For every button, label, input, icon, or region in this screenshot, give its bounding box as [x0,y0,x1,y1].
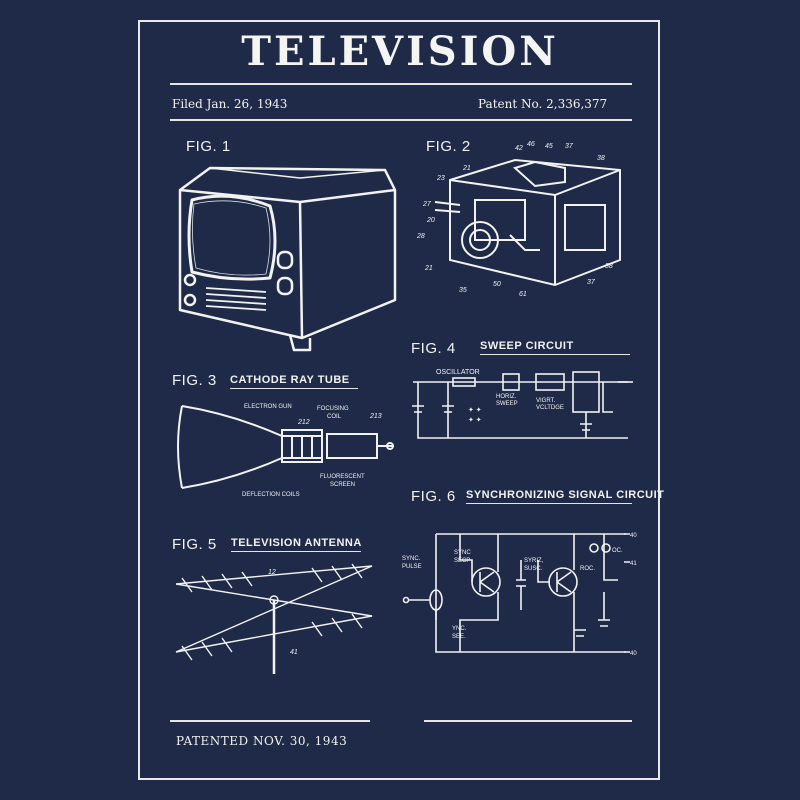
fig4-label: FIG. 4 [411,340,456,357]
terminal-40a: 40 [630,533,637,539]
part-27: 27 [422,201,432,208]
patent-number: Patent No. 2,336,377 [478,97,608,111]
part-37b: 37 [587,279,596,286]
sweep-circuit-diagram: OSCILLATOR HORIZ. SWEEP VIGRT. VCLTDGE ✦… [412,369,633,439]
part-23: 23 [436,175,445,182]
terminal-40b: 40 [630,651,637,657]
synchronizing-circuit-diagram: SYNC. PULSE SYNC SECP SYRIZ, SUSC. OC. R… [402,533,637,657]
part-46: 46 [527,141,535,148]
title-rule-bottom [170,119,632,121]
television-antenna-drawing: 12 41 [175,563,373,674]
part-213: 213 [369,413,382,420]
part-38b: 38 [605,263,613,270]
sync-pulse-label-2: PULSE [402,564,422,570]
vync-label-2: SEE. [452,634,466,640]
footer-rule-right [424,720,632,722]
page-title: TELEVISION [241,28,559,75]
part-20: 20 [426,217,435,224]
part-21b: 21 [424,265,433,272]
focusing-coil-label-2: COIL [327,414,342,420]
oc-label: OC. [612,548,623,554]
part-37: 37 [565,143,574,150]
terminal-41: 41 [630,561,637,567]
syriz-label-2: SUSC. [524,566,543,572]
cathode-ray-tube-drawing: ELECTRON GUN FOCUSING COIL 212 213 FLUOR… [177,404,394,498]
fig5-caption: TELEVISION ANTENNA [231,537,361,552]
title-rule-top [170,83,632,85]
svg-text:✦ ✦: ✦ ✦ [468,416,482,424]
part-212: 212 [297,419,310,426]
part-50: 50 [493,281,501,288]
sync-secp-label-1: SYNC [454,550,471,556]
horiz-sweep-label-1: HORIZ. [496,394,517,400]
vert-voltage-label-1: VIGRT. [536,398,556,404]
poster-frame [138,20,660,780]
part-61: 61 [519,291,527,298]
fluorescent-screen-label-2: SCREEN [330,482,355,488]
sync-secp-label-2: SECP [454,558,470,564]
filed-date: Filed Jan. 26, 1943 [172,97,288,111]
fig3-caption: CATHODE RAY TUBE [230,374,358,389]
patented-date: PATENTED NOV. 30, 1943 [176,734,348,748]
tuner-assembly-drawing: 42 46 45 37 38 21 23 27 20 28 21 35 50 6… [416,141,621,298]
television-set-drawing [178,166,397,352]
footer-rule-left [170,720,370,722]
focusing-coil-label-1: FOCUSING [317,406,349,412]
syriz-label-1: SYRIZ, [524,558,544,564]
part-12: 12 [268,569,276,576]
part-42: 42 [515,145,523,152]
roc-label: ROC. [580,566,595,572]
part-28: 28 [416,233,425,240]
fig2-label: FIG. 2 [426,138,471,155]
oscillator-label: OSCILLATOR [436,369,480,376]
electron-gun-label: ELECTRON GUN [244,404,292,410]
crystal-marks: ✦ ✦ [468,406,482,414]
vert-voltage-label-2: VCLTDGE [536,405,564,411]
part-35: 35 [459,287,467,294]
vync-label-1: YNC. [452,626,467,632]
fluorescent-screen-label-1: FLUORESCENT [320,474,365,480]
fig6-caption: SYNCHRONIZING SIGNAL CIRCUIT [466,489,664,504]
deflection-coils-label: DEFLECTION COILS [242,492,300,498]
fig4-caption: SWEEP CIRCUIT [480,340,630,355]
fig1-label: FIG. 1 [186,138,231,155]
part-21: 21 [462,165,471,172]
fig5-label: FIG. 5 [172,536,217,553]
fig3-label: FIG. 3 [172,372,217,389]
part-38: 38 [597,155,605,162]
sync-pulse-label-1: SYNC. [402,556,421,562]
horiz-sweep-label-2: SWEEP [496,401,518,407]
fig6-label: FIG. 6 [411,488,456,505]
part-45: 45 [545,143,553,150]
part-41: 41 [290,649,298,656]
